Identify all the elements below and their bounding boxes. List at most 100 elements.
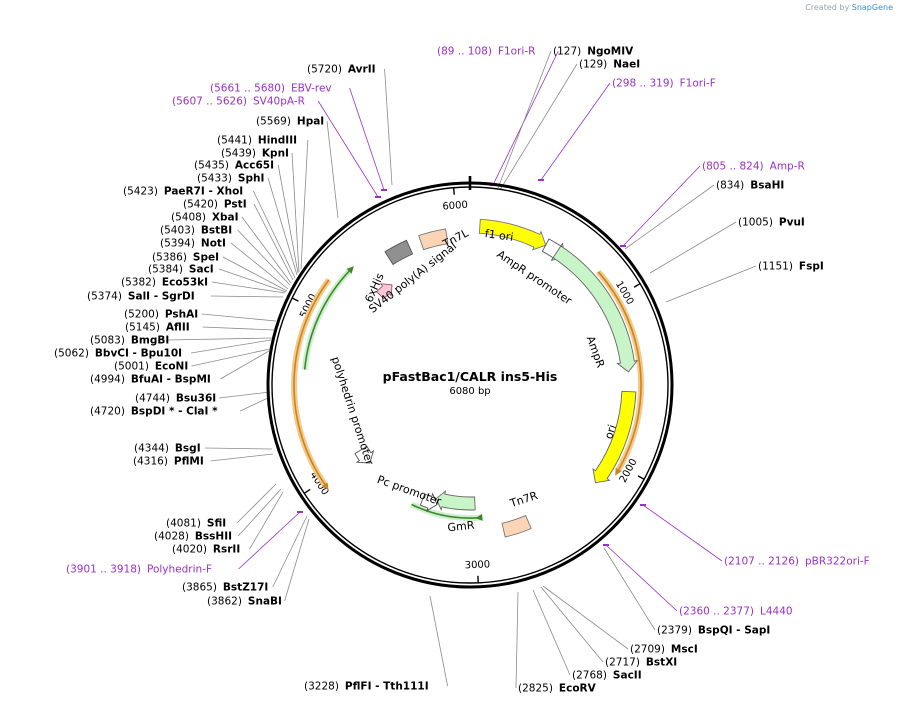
site-position: (5386) (152, 252, 187, 264)
leader-line (277, 164, 299, 274)
site-name: SacI (189, 264, 214, 276)
enzyme-label: (4744)Bsu36I (135, 393, 216, 405)
leader-line (349, 87, 385, 191)
leader-line (201, 313, 277, 322)
site-name: Eco53kI (162, 277, 208, 289)
leader-line (218, 268, 287, 293)
site-name: BssHII (195, 531, 232, 543)
enzyme-label: (4020)RsrII (172, 544, 240, 556)
tick-mark (303, 488, 311, 494)
site-position: (5720) (307, 64, 342, 76)
enzyme-label: (5382)Eco53kI (121, 277, 208, 289)
leader-line (222, 256, 288, 292)
enzyme-label: (2717)BstXI (605, 657, 677, 669)
feature-block (384, 239, 414, 266)
arrow-head (615, 467, 622, 476)
leader-line (542, 585, 629, 650)
site-name: SpeI (193, 252, 219, 264)
credit-prefix: Created by (805, 3, 850, 12)
tick-mark (637, 475, 645, 480)
site-name: BspQI - SapI (698, 625, 770, 637)
site-name: SalI - SgrDI (128, 291, 195, 303)
leader-line (219, 391, 271, 399)
site-position: (2107 .. 2126) (724, 556, 799, 568)
enzyme-label: (5394)NotI (160, 238, 226, 250)
leader-line (515, 591, 519, 689)
site-position: (4081) (166, 518, 201, 530)
site-name: HindIII (258, 135, 297, 147)
leader-line (220, 350, 270, 380)
leader-lines (167, 50, 757, 689)
feature-block (435, 490, 476, 512)
enzyme-label: (834)BsaHI (716, 180, 784, 192)
leader-line (236, 483, 277, 524)
site-name: NaeI (613, 59, 640, 71)
site-position: (4720) (90, 406, 125, 418)
site-position: (127) (553, 46, 581, 58)
leader-line (249, 491, 284, 550)
site-position: (3901 .. 3918) (66, 564, 141, 576)
enzyme-label: (3228)PflFI - Tth111I (304, 681, 429, 693)
leader-line (291, 152, 300, 273)
leader-line (624, 184, 715, 250)
leader-line (241, 216, 292, 284)
feature-block (501, 515, 532, 538)
enzyme-label: (5433)SphI (197, 173, 264, 185)
site-position: (5607 .. 5626) (172, 96, 247, 108)
site-position: (3865) (182, 582, 217, 594)
leader-line (204, 447, 273, 450)
site-name: PflMI (174, 456, 204, 468)
enzyme-label: (4994)BfuAI - BspMI (90, 374, 211, 386)
site-name: NotI (201, 238, 226, 250)
enzyme-label: (5384)SacI (148, 264, 214, 276)
primer-label: (5607 .. 5626)SV40pA-R (172, 96, 305, 108)
plasmid-size: 6080 bp (449, 386, 490, 397)
leader-line (253, 203, 294, 281)
leader-line (649, 221, 737, 274)
leader-line (272, 515, 308, 588)
site-name: AvrII (348, 64, 376, 76)
feature-label: AmpR (584, 334, 608, 370)
leader-line (497, 50, 552, 189)
site-name: BsaHI (750, 180, 784, 192)
leader-line (540, 82, 611, 181)
site-position: (5403) (160, 225, 195, 237)
site-position: (2825) (518, 683, 553, 695)
primer-label: (2107 .. 2126)pBR322ori-F (724, 556, 870, 568)
site-name: EcoRV (559, 683, 597, 695)
site-name: BspDI * - ClaI * (131, 406, 218, 418)
enzyme-label: (5569)HpaI (256, 116, 324, 128)
site-name: BmgBI (131, 335, 169, 347)
site-position: (5423) (123, 186, 158, 198)
enzyme-label: (2379)BspQI - SapI (657, 625, 770, 637)
site-name: MscI (671, 644, 698, 656)
site-name: PshAI (165, 309, 198, 321)
leader-line (211, 281, 286, 294)
site-name: SfiI (207, 518, 226, 530)
feature-label: f1 ori (484, 227, 514, 244)
site-position: (3862) (207, 596, 242, 608)
leader-line (210, 295, 284, 298)
site-name: Amp-R (770, 161, 805, 173)
site-position: (5420) (183, 199, 218, 211)
leader-line (300, 139, 309, 270)
enzyme-label: (3862)SnaBI (207, 596, 282, 608)
primer-label: (3901 .. 3918)Polyhedrin-F (66, 564, 212, 576)
site-name: PstI (224, 199, 247, 211)
site-position: (4020) (172, 544, 207, 556)
enzyme-label: (1005)PvuI (738, 217, 805, 229)
primer-label: (298 .. 319)F1ori-F (612, 78, 716, 90)
site-name: BsgI (175, 443, 201, 455)
orange-arc-core (293, 279, 330, 485)
leader-line (532, 589, 571, 676)
site-position: (5433) (197, 173, 232, 185)
site-name: PaeR7I - XhoI (164, 186, 243, 198)
leader-line (492, 50, 559, 186)
leader-line (603, 547, 656, 631)
enzyme-label: (5441)HindIII (217, 135, 297, 147)
feature-label: GmR (447, 519, 475, 535)
site-name: FspI (799, 261, 824, 273)
tick-mark (633, 283, 641, 288)
feature-label: Tn7R (507, 489, 539, 511)
leader-line (267, 177, 298, 276)
